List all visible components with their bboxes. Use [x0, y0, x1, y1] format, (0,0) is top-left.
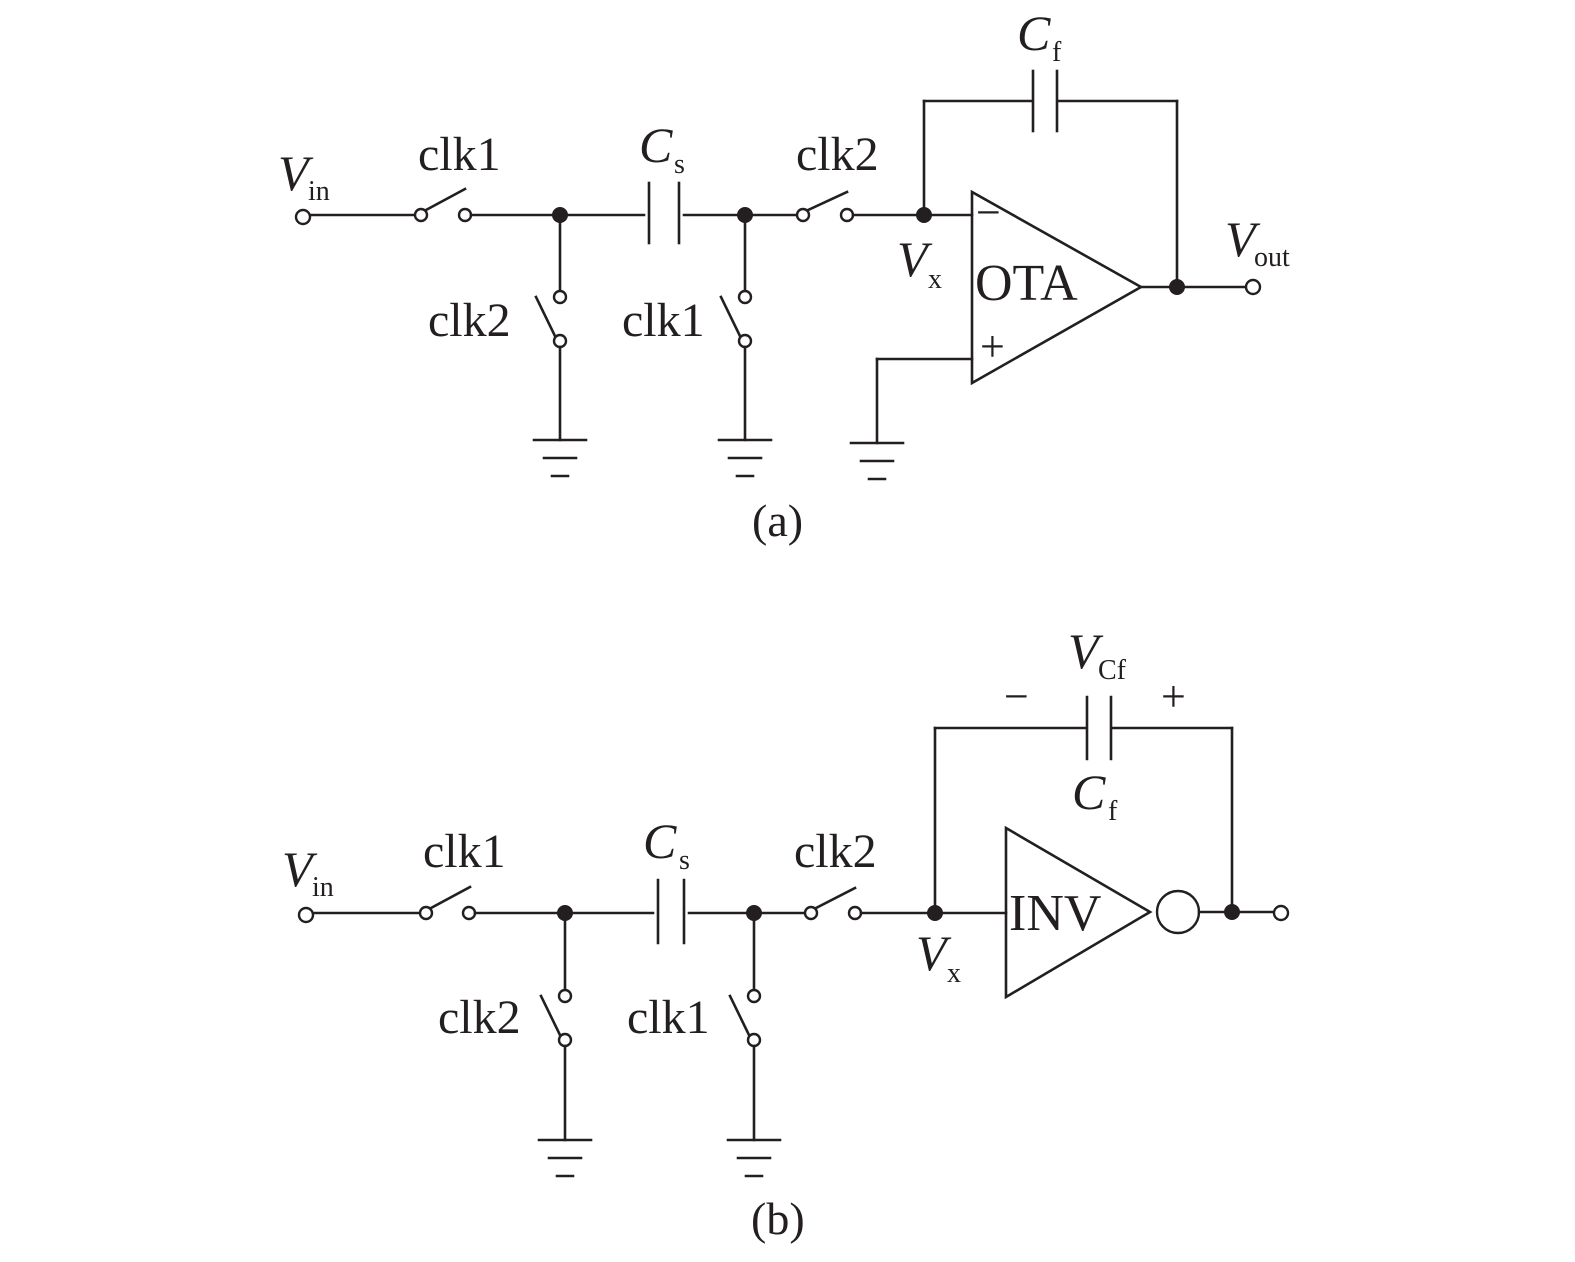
cs-label-a: Cs: [639, 117, 685, 180]
switch-clk2-shunt-b: [539, 988, 573, 1048]
ota-plus-label: +: [980, 322, 1005, 371]
inv-label: INV: [1009, 885, 1101, 942]
ground-symbol-a: [532, 438, 588, 478]
vcf-label: VCf: [1068, 623, 1127, 686]
vx-label-b: Vx: [916, 925, 961, 989]
vout-terminal-a: [1244, 278, 1262, 296]
vout-terminal-b: [1272, 904, 1290, 922]
switch-clk1-shunt-a: [719, 289, 753, 349]
cf-label-a: Cf: [1017, 5, 1062, 68]
ground-symbol-a: [849, 441, 905, 481]
cf-plus-label: +: [1161, 672, 1186, 721]
vin-terminal-a: [294, 208, 312, 226]
cf-label-b: Cf: [1072, 764, 1118, 827]
clk1-shunt-label-b: clk1: [627, 991, 710, 1044]
capacitor-cf-a: [1031, 69, 1059, 133]
node-dot-out-b: [1224, 904, 1240, 920]
inverter-amplifier: [1004, 825, 1153, 1000]
switch-clk1-shunt-b: [728, 988, 762, 1048]
clk2-shunt-label-a: clk2: [428, 294, 511, 347]
ground-symbol-a: [717, 438, 773, 478]
clk2-series-label-b: clk2: [794, 825, 877, 878]
node-dot-out-a: [1169, 279, 1185, 295]
capacitor-cf-b: [1085, 695, 1113, 761]
ota-label: OTA: [975, 255, 1078, 312]
vin-label-b: Vin: [282, 841, 334, 903]
circuit-b: Vin clk1 Cs clk2 VCf − + Cf clk2 clk1 Vx…: [282, 623, 1290, 1244]
ground-symbol-b: [726, 1138, 782, 1178]
switch-clk2-series-b: [803, 886, 863, 921]
cf-minus-label: −: [1004, 672, 1029, 721]
vout-label-a: Vout: [1225, 211, 1290, 273]
ota-minus-label: −: [976, 188, 1001, 237]
clk2-shunt-label-b: clk2: [438, 991, 521, 1044]
clk1-series-label-a: clk1: [418, 128, 501, 181]
switch-clk1-series-a: [413, 187, 473, 223]
switch-clk2-shunt-a: [534, 289, 568, 349]
ground-symbol-b: [537, 1138, 593, 1178]
cs-label-b: Cs: [643, 813, 690, 876]
caption-a: (a): [752, 495, 803, 546]
vin-label-a: Vin: [278, 145, 330, 207]
clk2-series-label-a: clk2: [796, 128, 879, 181]
circuit-a: Vin clk1 Cs clk2 Cf clk2 clk1 Vx − + OTA…: [278, 5, 1290, 546]
vx-label-a: Vx: [897, 231, 942, 295]
switch-clk2-series-a: [795, 190, 855, 223]
switch-clk1-series-b: [418, 885, 477, 921]
capacitor-cs-b: [656, 878, 686, 945]
inverter-bubble: [1155, 889, 1201, 935]
clk1-shunt-label-a: clk1: [622, 294, 705, 347]
capacitor-cs-a: [647, 181, 681, 245]
ota-amplifier: [970, 189, 1144, 386]
clk1-series-label-b: clk1: [423, 825, 506, 878]
caption-b: (b): [751, 1193, 805, 1244]
vin-terminal-b: [297, 906, 315, 924]
